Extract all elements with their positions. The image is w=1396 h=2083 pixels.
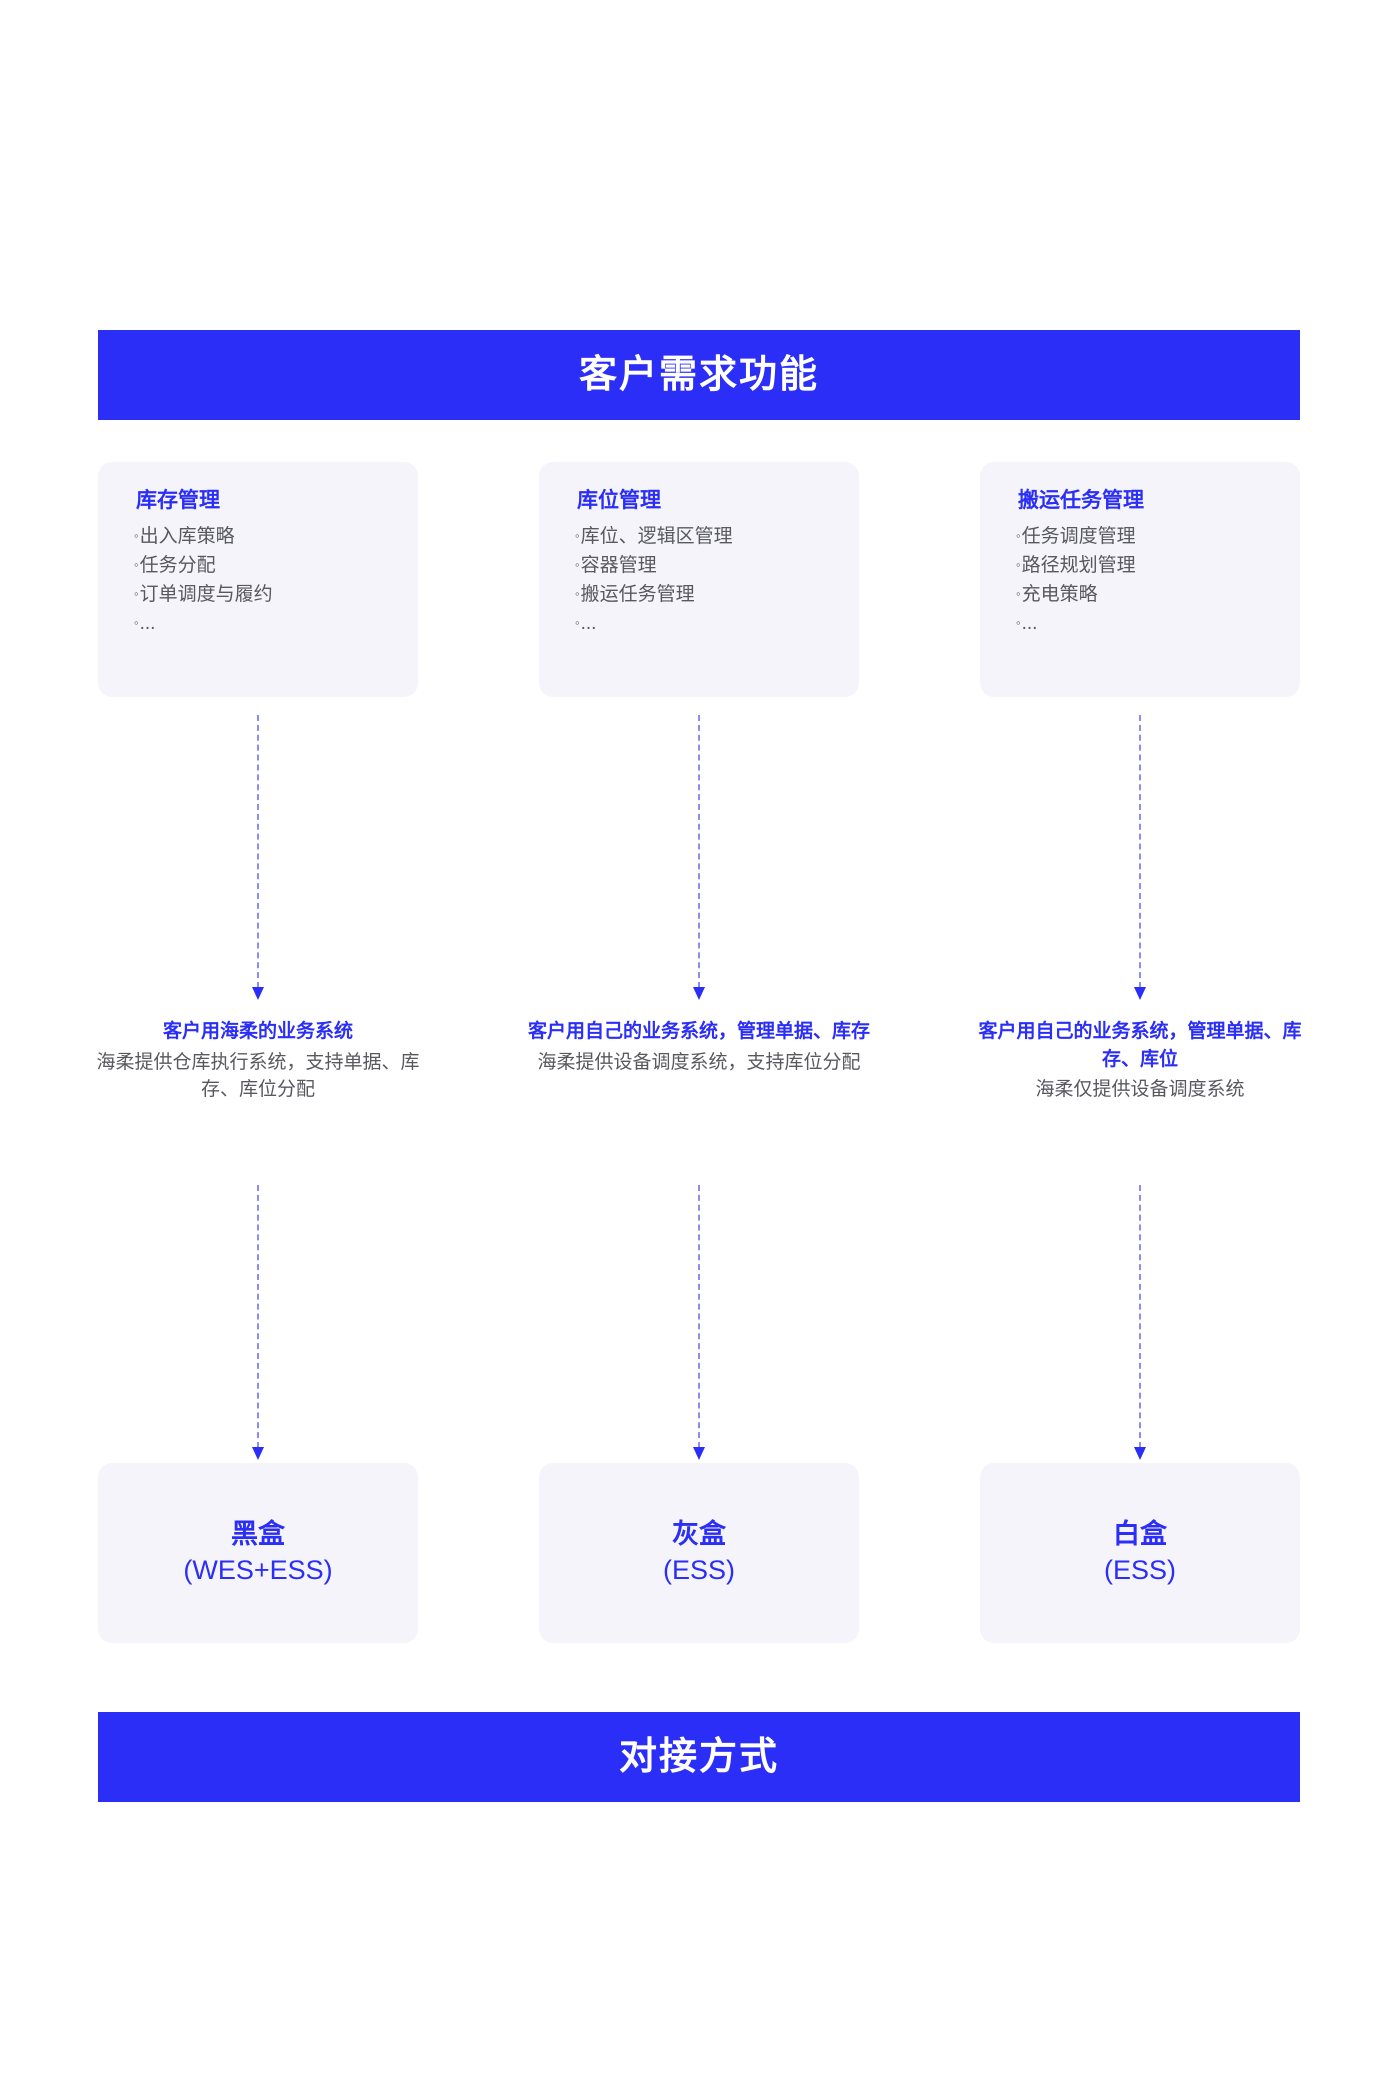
arrow-stem bbox=[257, 1185, 259, 1448]
result-box-name: 白盒 bbox=[1113, 1519, 1167, 1550]
column-transport-task: 搬运任务管理 ◦任务调度管理 ◦路径规划管理 ◦充电策略 ◦... 客户用自己的… bbox=[978, 0, 1302, 2083]
result-box-name: 灰盒 bbox=[672, 1519, 726, 1550]
list-item-label: ... bbox=[139, 612, 156, 634]
dashed-arrow-down-icon bbox=[1134, 715, 1146, 1000]
header-banner-title: 客户需求功能 bbox=[578, 354, 819, 396]
bullet-icon: ◦ bbox=[134, 528, 139, 544]
list-item: ◦出入库策略 bbox=[134, 523, 396, 552]
middle-description: 客户用海柔的业务系统 海柔提供仓库执行系统，支持单据、库存、库位分配 bbox=[82, 1018, 434, 1104]
arrow-head bbox=[252, 987, 264, 1000]
header-banner: 客户需求功能 bbox=[98, 330, 1300, 420]
middle-description: 客户用自己的业务系统，管理单据、库存、库位 海柔仅提供设备调度系统 bbox=[964, 1018, 1316, 1104]
middle-description-title: 客户用海柔的业务系统 bbox=[162, 1021, 353, 1042]
feature-card-title: 库位管理 bbox=[577, 489, 661, 512]
footer-banner: 对接方式 bbox=[98, 1712, 1300, 1802]
list-item: ◦任务分配 bbox=[134, 552, 396, 581]
bullet-icon: ◦ bbox=[1016, 585, 1021, 601]
list-item: ◦搬运任务管理 bbox=[575, 581, 837, 610]
footer-banner-title: 对接方式 bbox=[618, 1736, 779, 1778]
middle-description-subtitle: 海柔提供设备调度系统，支持库位分配 bbox=[537, 1051, 861, 1073]
result-box[interactable]: 灰盒 (ESS) bbox=[539, 1463, 859, 1643]
bullet-icon: ◦ bbox=[1016, 614, 1021, 630]
bullet-icon: ◦ bbox=[575, 614, 580, 630]
list-item: ◦... bbox=[575, 610, 837, 639]
feature-card-list: ◦库位、逻辑区管理 ◦容器管理 ◦搬运任务管理 ◦... bbox=[561, 523, 837, 639]
result-box-code: (ESS) bbox=[662, 1555, 735, 1585]
bullet-icon: ◦ bbox=[134, 557, 139, 573]
bullet-icon: ◦ bbox=[575, 557, 580, 573]
feature-card[interactable]: 搬运任务管理 ◦任务调度管理 ◦路径规划管理 ◦充电策略 ◦... bbox=[980, 462, 1300, 697]
list-item: ◦订单调度与履约 bbox=[134, 581, 396, 610]
middle-description-title: 客户用自己的业务系统，管理单据、库存、库位 bbox=[978, 1021, 1302, 1070]
list-item-label: ... bbox=[580, 612, 597, 634]
list-item-label: 库位、逻辑区管理 bbox=[580, 526, 733, 548]
result-box-code: (WES+ESS) bbox=[183, 1555, 333, 1585]
list-item: ◦路径规划管理 bbox=[1016, 552, 1278, 581]
feature-card-title: 搬运任务管理 bbox=[1018, 489, 1144, 512]
list-item-label: 出入库策略 bbox=[139, 526, 235, 548]
arrow-stem bbox=[698, 715, 700, 988]
bullet-icon: ◦ bbox=[575, 528, 580, 544]
arrow-head bbox=[1134, 1447, 1146, 1460]
middle-description-subtitle: 海柔提供仓库执行系统，支持单据、库存、库位分配 bbox=[96, 1051, 420, 1101]
result-box-code: (ESS) bbox=[1103, 1555, 1176, 1585]
list-item: ◦任务调度管理 bbox=[1016, 523, 1278, 552]
arrow-head bbox=[1134, 987, 1146, 1000]
bullet-icon: ◦ bbox=[134, 585, 139, 601]
middle-description: 客户用自己的业务系统，管理单据、库存 海柔提供设备调度系统，支持库位分配 bbox=[523, 1018, 875, 1076]
bullet-icon: ◦ bbox=[134, 614, 139, 630]
middle-description-title: 客户用自己的业务系统，管理单据、库存 bbox=[527, 1021, 870, 1042]
list-item: ◦容器管理 bbox=[575, 552, 837, 581]
dashed-arrow-down-icon bbox=[693, 1185, 705, 1460]
dashed-arrow-down-icon bbox=[1134, 1185, 1146, 1460]
bullet-icon: ◦ bbox=[575, 585, 580, 601]
result-box-name: 黑盒 bbox=[231, 1519, 285, 1550]
dashed-arrow-down-icon bbox=[252, 1185, 264, 1460]
column-inventory: 库存管理 ◦出入库策略 ◦任务分配 ◦订单调度与履约 ◦... 客户用海柔的业务… bbox=[96, 0, 420, 2083]
arrow-stem bbox=[257, 715, 259, 988]
dashed-arrow-down-icon bbox=[252, 715, 264, 1000]
column-location: 库位管理 ◦库位、逻辑区管理 ◦容器管理 ◦搬运任务管理 ◦... 客户用自己的… bbox=[528, 0, 870, 2083]
dashed-arrow-down-icon bbox=[693, 715, 705, 1000]
arrow-head bbox=[252, 1447, 264, 1460]
list-item-label: 任务调度管理 bbox=[1021, 526, 1136, 548]
list-item-label: 路径规划管理 bbox=[1021, 555, 1136, 577]
list-item: ◦库位、逻辑区管理 bbox=[575, 523, 837, 552]
feature-card-title: 库存管理 bbox=[136, 489, 220, 512]
list-item-label: 充电策略 bbox=[1021, 583, 1098, 605]
list-item-label: 任务分配 bbox=[139, 555, 216, 577]
middle-description-subtitle: 海柔仅提供设备调度系统 bbox=[1035, 1079, 1245, 1101]
list-item-label: ... bbox=[1021, 612, 1038, 634]
bullet-icon: ◦ bbox=[1016, 528, 1021, 544]
arrow-stem bbox=[1139, 1185, 1141, 1448]
arrow-stem bbox=[698, 1185, 700, 1448]
feature-card-list: ◦出入库策略 ◦任务分配 ◦订单调度与履约 ◦... bbox=[120, 523, 396, 639]
arrow-head bbox=[693, 1447, 705, 1460]
list-item: ◦... bbox=[134, 610, 396, 639]
feature-card[interactable]: 库位管理 ◦库位、逻辑区管理 ◦容器管理 ◦搬运任务管理 ◦... bbox=[539, 462, 859, 697]
feature-card-list: ◦任务调度管理 ◦路径规划管理 ◦充电策略 ◦... bbox=[1002, 523, 1278, 639]
list-item: ◦充电策略 bbox=[1016, 581, 1278, 610]
columns-container: 库存管理 ◦出入库策略 ◦任务分配 ◦订单调度与履约 ◦... 客户用海柔的业务… bbox=[96, 0, 1302, 2083]
list-item-label: 容器管理 bbox=[580, 555, 657, 577]
diagram-canvas: 客户需求功能 库存管理 ◦出入库策略 ◦任务分配 ◦订单调度与履约 ◦... 客… bbox=[96, 0, 1302, 2083]
list-item-label: 订单调度与履约 bbox=[139, 583, 273, 605]
list-item: ◦... bbox=[1016, 610, 1278, 639]
result-box[interactable]: 黑盒 (WES+ESS) bbox=[98, 1463, 418, 1643]
list-item-label: 搬运任务管理 bbox=[580, 583, 695, 605]
feature-card[interactable]: 库存管理 ◦出入库策略 ◦任务分配 ◦订单调度与履约 ◦... bbox=[98, 462, 418, 697]
bullet-icon: ◦ bbox=[1016, 557, 1021, 573]
arrow-head bbox=[693, 987, 705, 1000]
result-box[interactable]: 白盒 (ESS) bbox=[980, 1463, 1300, 1643]
arrow-stem bbox=[1139, 715, 1141, 988]
